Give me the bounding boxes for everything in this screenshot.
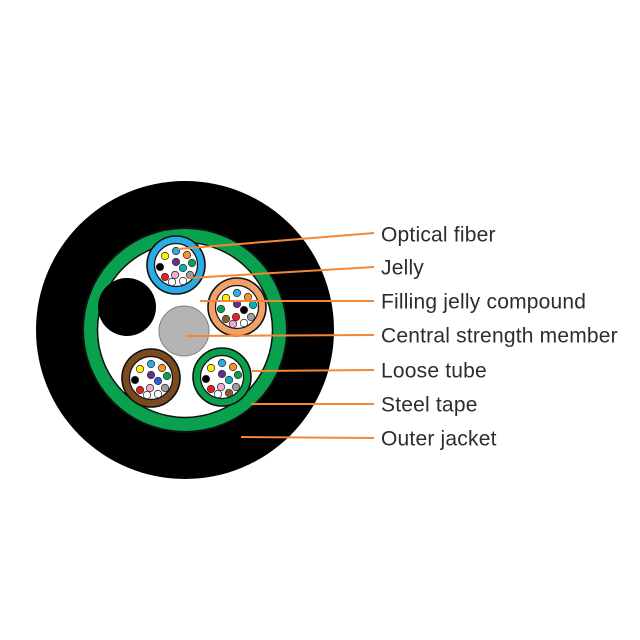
label-optical-fiber: Optical fiber xyxy=(381,223,496,247)
optical-fiber-dot-blue-8 xyxy=(160,272,170,282)
optical-fiber-dot-blue-4 xyxy=(171,257,181,267)
label-central-strength-member: Central strength member xyxy=(381,324,618,348)
optical-fiber-dot-orange-12 xyxy=(246,312,256,322)
optical-fiber-dot-green-7 xyxy=(233,370,243,380)
label-jelly: Jelly xyxy=(381,256,425,280)
optical-fiber-dot-blue-10 xyxy=(167,277,177,287)
optical-fiber-dot-blue-5 xyxy=(155,262,165,272)
label-loose-tube: Loose tube xyxy=(381,359,487,383)
optical-fiber-dot-brown-8 xyxy=(135,385,145,395)
optical-fiber-dot-brown-11 xyxy=(153,389,163,399)
leader-line-outer-jacket xyxy=(240,436,375,439)
label-outer-jacket: Outer jacket xyxy=(381,427,497,451)
optical-fiber-dot-brown-1 xyxy=(146,359,156,369)
optical-fiber-dot-blue-6 xyxy=(178,263,188,273)
optical-fiber-dot-orange-10 xyxy=(228,319,238,329)
optical-fiber-dot-orange-6 xyxy=(239,305,249,315)
optical-fiber-dot-brown-7 xyxy=(162,371,172,381)
optical-fiber-dot-orange-9 xyxy=(231,312,241,322)
optical-fiber-dot-green-5 xyxy=(201,374,211,384)
optical-fiber-dot-green-6 xyxy=(224,375,234,385)
label-filling-jelly-compound: Filling jelly compound xyxy=(381,290,587,314)
leader-line-central-strength-member xyxy=(185,334,375,337)
optical-fiber-dot-orange-8 xyxy=(221,314,231,324)
optical-fiber-dot-brown-3 xyxy=(135,364,145,374)
optical-fiber-dot-brown-4 xyxy=(146,370,156,380)
optical-fiber-dot-blue-3 xyxy=(160,251,170,261)
optical-fiber-dot-brown-9 xyxy=(145,383,155,393)
optical-fiber-dot-orange-5 xyxy=(216,304,226,314)
optical-fiber-dot-blue-9 xyxy=(170,270,180,280)
optical-fiber-dot-green-11 xyxy=(224,388,234,398)
optical-fiber-dot-green-10 xyxy=(213,389,223,399)
filler-rod xyxy=(98,278,156,336)
optical-fiber-dot-brown-12 xyxy=(160,383,170,393)
leader-line-jelly xyxy=(188,266,375,279)
optical-fiber-dot-green-8 xyxy=(206,384,216,394)
label-steel-tape: Steel tape xyxy=(381,393,478,417)
optical-fiber-dot-green-3 xyxy=(206,363,216,373)
optical-fiber-dot-blue-2 xyxy=(182,250,192,260)
optical-fiber-dot-green-12 xyxy=(231,382,241,392)
optical-fiber-dot-brown-6 xyxy=(153,376,163,386)
optical-fiber-dot-orange-1 xyxy=(232,288,242,298)
optical-fiber-dot-brown-2 xyxy=(157,363,167,373)
optical-fiber-dot-blue-7 xyxy=(187,258,197,268)
optical-fiber-dot-blue-1 xyxy=(171,246,181,256)
optical-fiber-dot-brown-10 xyxy=(142,390,152,400)
optical-fiber-dot-orange-2 xyxy=(243,292,253,302)
leader-line-loose-tube xyxy=(251,369,375,372)
optical-fiber-dot-green-4 xyxy=(217,369,227,379)
leader-line-optical-fiber xyxy=(177,232,375,250)
optical-fiber-dot-orange-7 xyxy=(248,300,258,310)
central-strength-member xyxy=(158,305,210,357)
optical-fiber-dot-green-2 xyxy=(228,362,238,372)
optical-fiber-dot-blue-11 xyxy=(178,276,188,286)
optical-fiber-dot-green-1 xyxy=(217,358,227,368)
optical-fiber-dot-orange-11 xyxy=(239,318,249,328)
optical-fiber-dot-green-9 xyxy=(216,382,226,392)
optical-fiber-dot-brown-5 xyxy=(130,375,140,385)
